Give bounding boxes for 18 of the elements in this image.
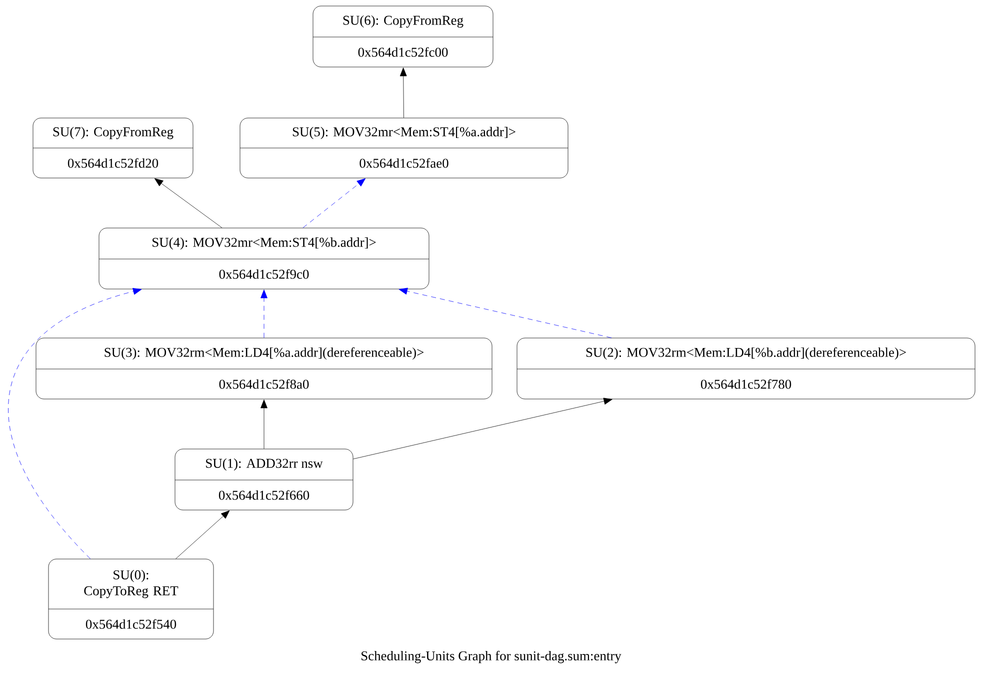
record-box: SU(4): MOV32mr<Mem:ST4[%b.addr]> 0x564d1c52f9c0 (98, 228, 430, 290)
arrow (400, 68, 407, 118)
record-box: SU(6): CopyFromReg 0x564d1c52fc00 (312, 6, 494, 68)
record-box: SU(3): MOV32rm<Mem:LD4[%a.addr](dereferenceable)> 0x564d1c52f8a0 (36, 338, 492, 400)
arrow (302, 178, 366, 228)
caption: Scheduling-Units Graph for sunit-dag.sum:entry (362, 650, 622, 664)
arrow (353, 398, 612, 460)
record-box: SU(7): CopyFromReg 0x564d1c52fd20 (32, 118, 194, 178)
arrow (260, 290, 268, 338)
arrow (154, 178, 222, 228)
arrow (8, 288, 142, 559)
record-box: SU(0): CopyToReg RET 0x564d1c52f540 (48, 558, 214, 640)
record-box: SU(5): MOV32mr<Mem:ST4[%a.addr]> 0x564d1c52fae0 (240, 118, 568, 178)
arrow (176, 510, 230, 559)
record-box: SU(2): MOV32rm<Mem:LD4[%b.addr](dereferenceable)> 0x564d1c52f780 (516, 338, 976, 400)
arrow (260, 400, 268, 449)
record-box: SU(1): ADD32rr nsw 0x564d1c52f660 (174, 448, 354, 510)
arrow (398, 288, 612, 338)
